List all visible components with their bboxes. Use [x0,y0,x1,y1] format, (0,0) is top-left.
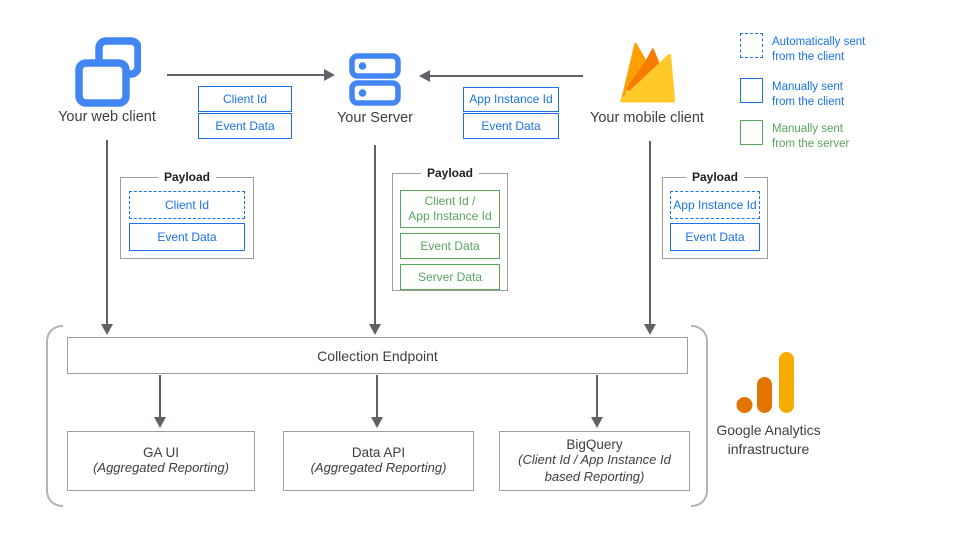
arrow-endpoint-to-ga-ui [159,375,161,417]
infrastructure-bracket-left [46,325,63,507]
firebase-flame-icon [619,42,676,103]
infrastructure-bracket-right [691,325,708,507]
arrow-mobile-to-server [430,75,583,77]
payload-server-server-data: Server Data [400,264,500,290]
arrowhead-server-to-endpoint [369,324,381,335]
google-analytics-logo [736,352,794,413]
brand-line: Google Analytics [716,422,821,438]
brand-line: infrastructure [727,440,810,457]
legend-line: from the client [772,50,845,63]
edge-chip-app-instance-id: App Instance Id [463,87,559,112]
payload-server-ids: Client Id / App Instance Id [400,190,500,228]
edge-chip-client-id: Client Id [198,86,292,112]
server-stack-icon [349,53,401,106]
legend-line: Automatically sent [772,36,866,48]
legend-label-manual-client: Manually sent from the client [772,80,844,110]
payload-mobile-title: Payload [685,170,745,184]
output-box-ga-ui: GA UI (Aggregated Reporting) [67,431,255,491]
payload-web: Payload Client Id Event Data [120,170,254,259]
arrow-mobile-to-endpoint [649,141,651,325]
arrow-endpoint-to-data-api [376,375,378,417]
legend-swatch-manual-server [740,120,763,145]
output-subtitle: (Aggregated Reporting) [310,460,447,476]
mobile-client-label: Your mobile client [590,110,704,126]
legend-line: Manually sent [772,123,843,135]
arrowhead-mobile-to-server [419,70,430,82]
payload-web-event-data: Event Data [129,223,245,251]
payload-server-title: Payload [420,166,480,180]
edge-chip-event-data-mobile: Event Data [463,113,559,139]
arrow-web-to-server [167,74,325,76]
collection-endpoint-box: Collection Endpoint [67,337,688,374]
arrow-server-to-endpoint [374,145,376,325]
legend-label-manual-server: Manually sent from the server [772,122,849,152]
legend-swatch-auto-client [740,33,763,58]
output-box-data-api: Data API (Aggregated Reporting) [283,431,474,491]
payload-web-title: Payload [157,170,217,184]
edge-chip-event-data: Event Data [198,113,292,139]
payload-line: App Instance Id [408,209,492,223]
payload-mobile-app-instance-id: App Instance Id [670,191,760,219]
arrow-web-to-endpoint [106,140,108,325]
arrowhead-endpoint-to-data-api [371,417,383,428]
arrowhead-endpoint-to-bigquery [591,417,603,428]
infrastructure-brand-label: Google Analytics infrastructure [706,421,831,459]
payload-mobile: Payload App Instance Id Event Data [662,170,768,259]
arrowhead-mobile-to-endpoint [644,324,656,335]
web-client-label: Your web client [58,109,156,125]
overlapping-windows-icon [75,37,141,107]
output-subtitle: (Aggregated Reporting) [93,460,229,476]
server-label: Your Server [336,110,414,126]
output-title: Data API [351,445,406,461]
payload-server: Payload Client Id / App Instance Id Even… [392,166,508,291]
arrowhead-endpoint-to-ga-ui [154,417,166,428]
output-title: BigQuery [566,437,623,453]
payload-web-client-id: Client Id [129,191,245,219]
output-subtitle: (Client Id / App Instance Id based Repor… [518,452,671,484]
legend-line: from the server [772,137,850,150]
legend-line: Manually sent [772,81,843,93]
legend-line: from the client [772,95,845,108]
arrow-endpoint-to-bigquery [596,375,598,417]
output-box-bigquery: BigQuery (Client Id / App Instance Id ba… [499,431,690,491]
legend-label-auto-client: Automatically sent from the client [772,35,865,65]
output-title: GA UI [142,445,179,461]
arrowhead-web-to-server [324,69,335,81]
legend-swatch-manual-client [740,78,763,103]
payload-line: Client Id / [424,194,476,208]
payload-mobile-event-data: Event Data [670,223,760,251]
payload-server-event-data: Event Data [400,233,500,259]
arrowhead-web-to-endpoint [101,324,113,335]
